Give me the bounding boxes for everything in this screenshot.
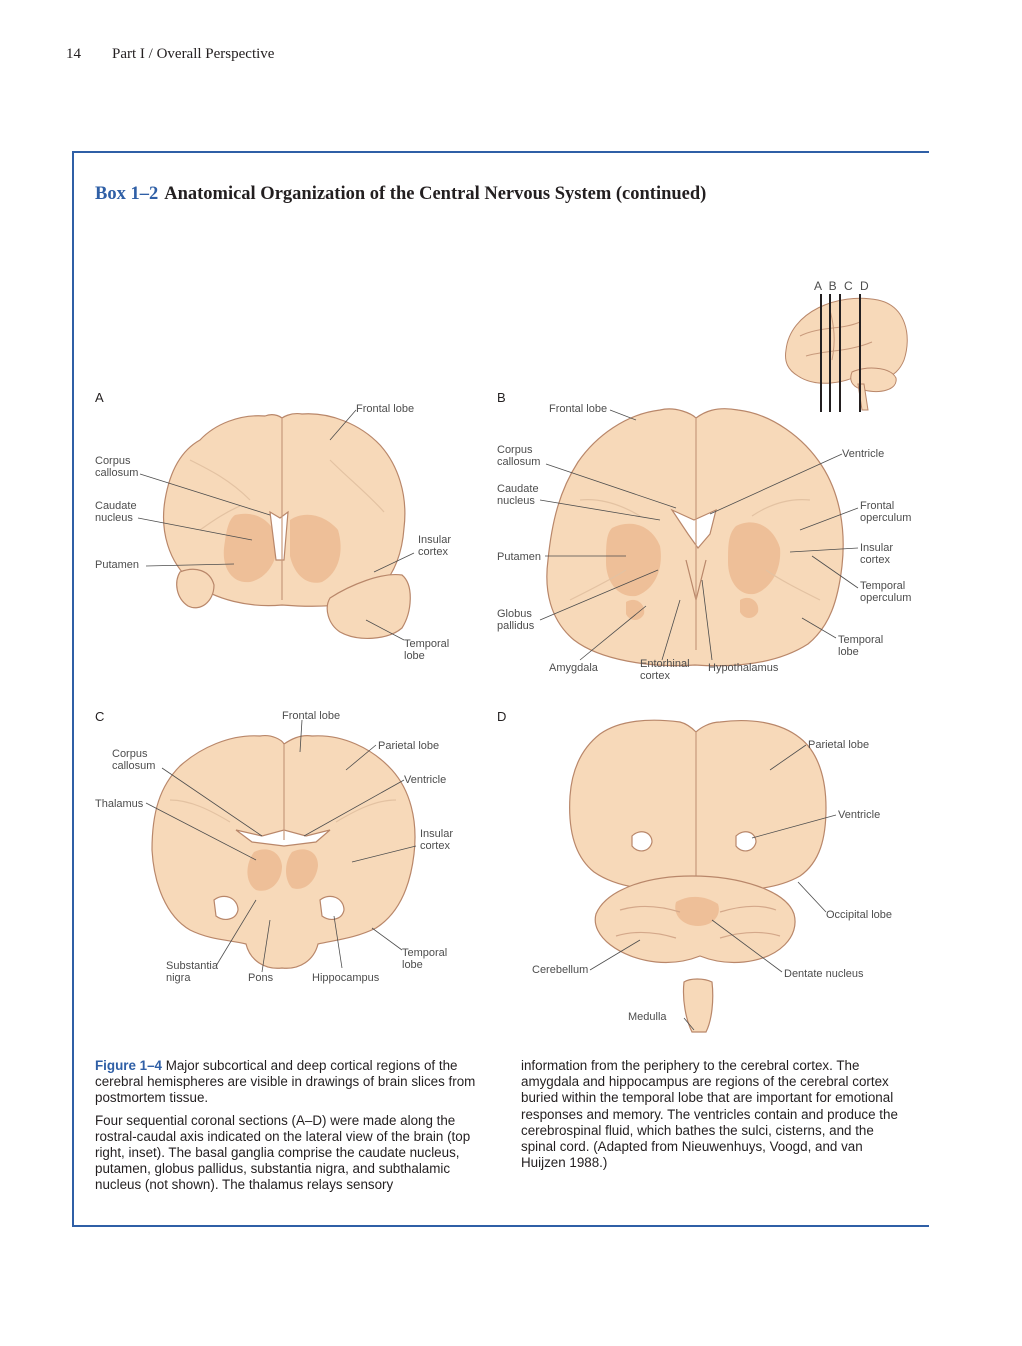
panel-c-letter: C <box>95 709 105 724</box>
label-d-parietal-lobe: Parietal lobe <box>808 739 870 751</box>
caption-paragraph-1: Figure 1–4 Major subcortical and deep co… <box>95 1058 490 1107</box>
label-c-hippocampus: Hippocampus <box>312 972 380 984</box>
box-frame <box>72 151 929 1227</box>
caption-paragraph-2: Four sequential coronal sections (A–D) w… <box>95 1112 471 1193</box>
label-b-corpus-callosum: Corpus callosum <box>497 444 541 468</box>
label-b-temporal-operculum: Temporal operculum <box>860 580 912 604</box>
panel-a-letter: A <box>95 390 104 405</box>
label-a-frontal-lobe: Frontal lobe <box>356 403 415 415</box>
box-rule-bottom <box>72 1225 929 1227</box>
inset-lateral-brain <box>785 297 908 411</box>
label-d-occipital-lobe: Occipital lobe <box>826 909 893 921</box>
label-b-temporal-lobe: Temporal lobe <box>838 634 884 658</box>
box-rule-top <box>72 151 929 153</box>
label-c-corpus-callosum: Corpus callosum <box>112 748 156 772</box>
label-c-substantia-nigra: Substantia nigra <box>166 960 218 984</box>
label-a-corpus-callosum: Corpus callosum <box>95 455 139 479</box>
inset-section-lines <box>820 294 861 412</box>
label-d-medulla: Medulla <box>628 1011 667 1023</box>
panel-d-letter: D <box>497 709 507 724</box>
section-b-drawing <box>546 408 844 667</box>
page-number: 14 <box>66 46 81 62</box>
panel-b-letter: B <box>497 390 506 405</box>
label-b-frontal-lobe: Frontal lobe <box>549 403 608 415</box>
box-title-text: Anatomical Organization of the Central N… <box>164 184 707 204</box>
caption-column-left: Figure 1–4 Major subcortical and deep co… <box>95 1058 490 1200</box>
caption-paragraph-3: information from the periphery to the ce… <box>521 1058 898 1171</box>
label-a-caudate-nucleus: Caudate nucleus <box>95 500 137 524</box>
label-b-entorhinal-cortex: Entorhinal cortex <box>640 658 690 682</box>
label-b-caudate-nucleus: Caudate nucleus <box>497 483 539 507</box>
label-d-cerebellum: Cerebellum <box>532 964 589 976</box>
label-c-temporal-lobe: Temporal lobe <box>402 947 448 971</box>
label-c-frontal-lobe: Frontal lobe <box>282 710 341 722</box>
section-a-drawing <box>162 412 411 639</box>
caption-lead-text: Major subcortical and deep cortical regi… <box>95 1058 476 1106</box>
label-c-parietal-lobe: Parietal lobe <box>378 740 440 752</box>
caption-column-right: information from the periphery to the ce… <box>521 1058 909 1177</box>
label-d-dentate-nucleus: Dentate nucleus <box>784 968 864 980</box>
label-c-pons: Pons <box>248 972 274 984</box>
leader-lines <box>137 409 859 1031</box>
label-a-putamen: Putamen <box>95 559 140 571</box>
label-b-insular-cortex: Insular cortex <box>860 542 894 566</box>
running-head-section: Part I / Overall Perspective <box>112 46 275 62</box>
label-a-temporal-lobe: Temporal lobe <box>404 638 450 662</box>
section-c-drawing <box>151 735 416 969</box>
label-a-insular-cortex: Insular cortex <box>418 534 452 558</box>
label-c-ventricle: Ventricle <box>404 774 447 786</box>
label-b-putamen: Putamen <box>497 551 542 563</box>
label-b-ventricle: Ventricle <box>842 448 885 460</box>
label-c-thalamus: Thalamus <box>95 798 144 810</box>
label-c-insular-cortex: Insular cortex <box>420 828 454 852</box>
label-b-frontal-operculum: Frontal operculum <box>860 500 912 524</box>
box-rule-left <box>72 151 74 1227</box>
figure-number: Figure 1–4 <box>95 1058 162 1073</box>
label-b-globus-pallidus: Globus pallidus <box>497 608 535 632</box>
running-head: 14 Part I / Overall Perspective <box>66 46 274 63</box>
box-number: Box 1–2 <box>95 184 159 204</box>
section-d-drawing <box>569 719 827 1033</box>
label-d-ventricle: Ventricle <box>838 809 881 821</box>
label-b-amygdala: Amygdala <box>549 662 598 674</box>
inset-section-letters: A B C D <box>814 279 871 293</box>
label-b-hypothalamus: Hypothalamus <box>708 662 779 674</box>
